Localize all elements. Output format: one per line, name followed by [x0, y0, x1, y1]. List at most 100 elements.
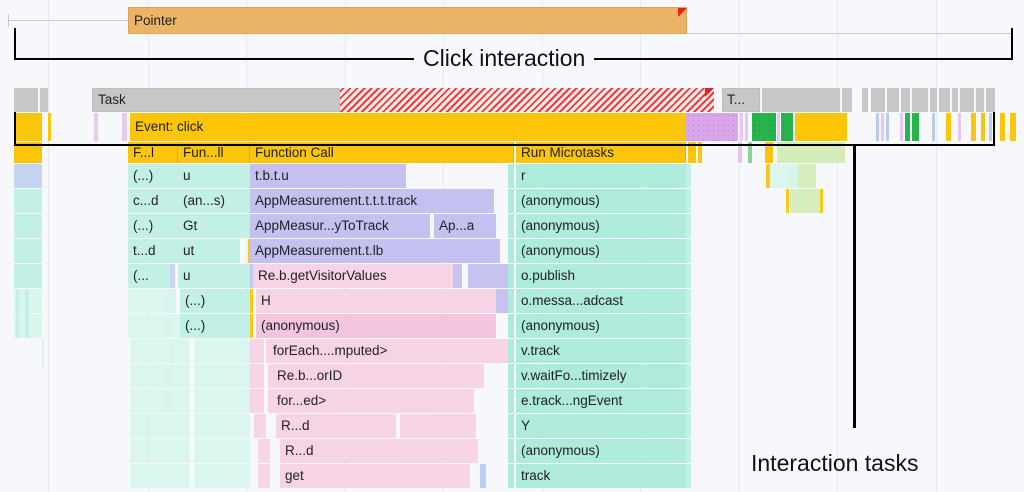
paint-block[interactable]: [686, 113, 738, 141]
flame-sub-block[interactable]: [194, 414, 250, 438]
flame-block[interactable]: [748, 142, 752, 163]
event-block[interactable]: [932, 113, 935, 141]
flame-block-col-b[interactable]: ut: [178, 239, 240, 263]
event-block[interactable]: [886, 113, 889, 141]
flame-sub-block[interactable]: [452, 264, 462, 288]
flame-sub-block[interactable]: [130, 389, 190, 413]
gc-block[interactable]: [905, 113, 910, 141]
flame-block-col-c[interactable]: H: [256, 289, 496, 313]
main-task-block[interactable]: Task: [92, 88, 340, 112]
flame-sub-block[interactable]: [468, 264, 514, 288]
flame-sub-block[interactable]: [250, 289, 253, 313]
event-block[interactable]: [670, 113, 684, 141]
flame-sub-block[interactable]: [194, 339, 250, 363]
flame-sliver[interactable]: [686, 164, 691, 188]
flame-sub-block[interactable]: [786, 189, 789, 213]
flame-sliver[interactable]: [686, 314, 691, 338]
long-task-hatched-region[interactable]: [340, 88, 714, 112]
event-block[interactable]: [971, 113, 976, 141]
flame-block-col-c[interactable]: get: [280, 464, 400, 488]
flame-block-col-a[interactable]: c...d: [128, 189, 178, 213]
flame-sub-block[interactable]: [194, 389, 250, 413]
flame-block-col-b[interactable]: u: [178, 264, 250, 288]
flame-sliver[interactable]: [508, 339, 514, 363]
flame-sliver[interactable]: [508, 239, 514, 263]
flame-block-col-d[interactable]: (anonymous): [516, 239, 686, 263]
flame-block-col-c[interactable]: forEach....mputed>: [268, 339, 508, 363]
event-block[interactable]: [48, 113, 51, 141]
flame-block-col-a[interactable]: (...): [128, 164, 178, 188]
flame-block-col-c[interactable]: R...d: [276, 414, 396, 438]
flame-block-col-c[interactable]: AppMeasurement.t.t.t.track: [250, 189, 494, 213]
flame-sub-block[interactable]: [254, 414, 266, 438]
event-block[interactable]: [946, 113, 951, 141]
flame-block-col-d[interactable]: (anonymous): [516, 314, 686, 338]
flame-block-col-d[interactable]: r: [516, 164, 686, 188]
flame-block[interactable]: [14, 264, 42, 288]
event-block[interactable]: [1000, 113, 1005, 141]
task-block[interactable]: [952, 88, 958, 112]
task-block[interactable]: [901, 88, 910, 112]
flame-block[interactable]: [42, 339, 44, 369]
flame-block-col-c[interactable]: Re.b.getVisitorValues: [253, 264, 453, 288]
flame-sub-block[interactable]: [250, 364, 264, 388]
flame-col-header[interactable]: Function Call: [250, 142, 514, 163]
task-block[interactable]: [960, 88, 974, 112]
event-block[interactable]: [14, 113, 42, 141]
event-block[interactable]: [989, 113, 992, 141]
flame-block[interactable]: [14, 142, 42, 163]
flame-sub-block[interactable]: [250, 339, 264, 363]
flame-sliver[interactable]: [508, 364, 514, 388]
flame-sub-block[interactable]: [130, 464, 190, 488]
flame-block-col-c[interactable]: for...ed>: [272, 389, 432, 413]
flame-sub-block[interactable]: [130, 414, 190, 438]
flame-sub-block[interactable]: [400, 414, 476, 438]
flame-block-col-d[interactable]: v.waitFo...timizely: [516, 364, 686, 388]
flame-block[interactable]: [14, 239, 42, 263]
task-block[interactable]: [871, 88, 885, 112]
flame-block-col-b[interactable]: (...): [180, 289, 250, 313]
flame-block[interactable]: [698, 142, 702, 163]
event-click-block[interactable]: Event: click: [130, 113, 686, 141]
event-block[interactable]: [740, 113, 743, 141]
flame-block-col-c2[interactable]: Ap...a: [434, 214, 496, 238]
flame-sub-block[interactable]: [398, 439, 478, 463]
task-block[interactable]: [862, 88, 868, 112]
flame-sliver[interactable]: [508, 214, 514, 238]
flame-sub-block[interactable]: [194, 439, 250, 463]
task-block[interactable]: [40, 88, 48, 112]
flame-sub-block[interactable]: [250, 264, 254, 288]
flame-block-col-c[interactable]: (anonymous): [256, 314, 496, 338]
flame-block-col-a[interactable]: t...d: [128, 239, 178, 263]
flame-sliver[interactable]: [686, 239, 691, 263]
event-block[interactable]: [981, 113, 985, 141]
flame-block-col-b[interactable]: Gt: [178, 214, 250, 238]
flame-col-header[interactable]: Fun...ll: [178, 142, 250, 163]
flame-sliver[interactable]: [686, 289, 691, 313]
flame-sliver[interactable]: [508, 464, 514, 488]
flame-block-col-d[interactable]: o.messa...adcast: [516, 289, 686, 313]
flame-block[interactable]: [777, 142, 845, 163]
flame-block-col-a[interactable]: (...): [128, 214, 178, 238]
flame-sliver[interactable]: [508, 164, 514, 188]
task-block[interactable]: [912, 88, 928, 112]
flame-block-col-d[interactable]: e.track...ngEvent: [516, 389, 686, 413]
flame-block-col-c[interactable]: R...d: [280, 439, 400, 463]
flame-block-col-d[interactable]: (anonymous): [516, 439, 686, 463]
event-block[interactable]: [1010, 113, 1016, 141]
flame-sub-block[interactable]: [128, 314, 188, 338]
flame-block[interactable]: [765, 142, 773, 163]
event-block[interactable]: [777, 113, 780, 141]
flame-sub-block[interactable]: [820, 189, 823, 213]
task-block[interactable]: [939, 88, 950, 112]
flame-block-col-c[interactable]: t.b.t.u: [250, 164, 406, 188]
flame-sliver[interactable]: [686, 439, 691, 463]
flame-sliver[interactable]: [686, 339, 691, 363]
flame-col-header[interactable]: F...l: [128, 142, 178, 163]
pointer-interaction-bar[interactable]: Pointer: [128, 7, 687, 34]
flame-sub-block[interactable]: [258, 464, 270, 488]
flame-block-col-a[interactable]: (...: [128, 264, 170, 288]
flame-block-col-d[interactable]: (anonymous): [516, 189, 686, 213]
gc-block[interactable]: [781, 113, 793, 141]
task-block[interactable]: [887, 88, 899, 112]
